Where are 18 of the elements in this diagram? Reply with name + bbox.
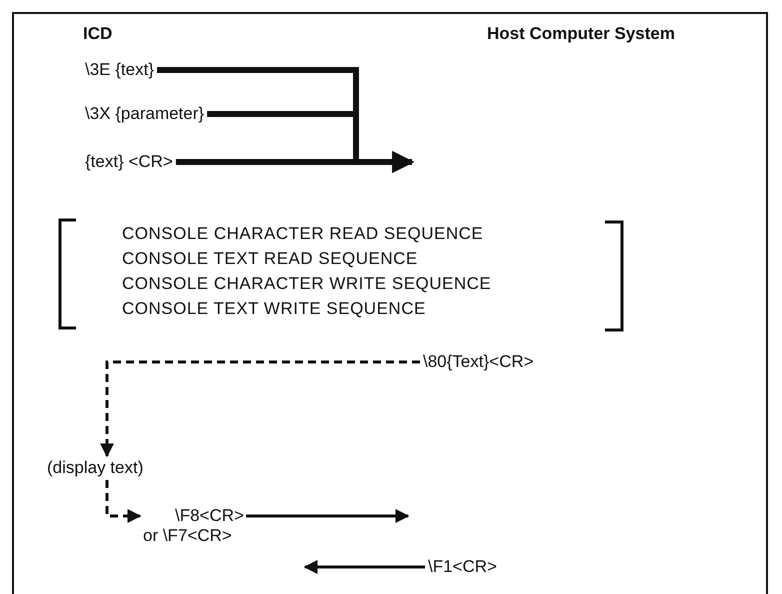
message-text: {text} <CR> — [85, 152, 173, 172]
message-text: \3X {parameter} — [85, 104, 204, 124]
sequence-name: CONSOLE TEXT READ SEQUENCE — [122, 249, 418, 269]
sequence-name: CONSOLE TEXT WRITE SEQUENCE — [122, 299, 426, 319]
arrow — [246, 509, 410, 523]
message-text: \80{Text}<CR> — [423, 352, 534, 372]
participant-label: Host Computer System — [487, 24, 675, 44]
message-text: (display text) — [47, 458, 144, 478]
message-text: \F1<CR> — [428, 557, 497, 577]
arrow — [176, 151, 414, 173]
sequence-name: CONSOLE CHARACTER WRITE SEQUENCE — [122, 274, 492, 294]
participant-label: ICD — [83, 24, 112, 44]
arrow — [304, 560, 425, 574]
message-text: \3E {text} — [85, 60, 154, 80]
arrow — [100, 360, 420, 458]
message-text: \F8<CR> or \F7<CR> — [143, 506, 243, 546]
sequence-name: CONSOLE CHARACTER READ SEQUENCE — [122, 224, 484, 244]
arrow — [106, 480, 142, 523]
